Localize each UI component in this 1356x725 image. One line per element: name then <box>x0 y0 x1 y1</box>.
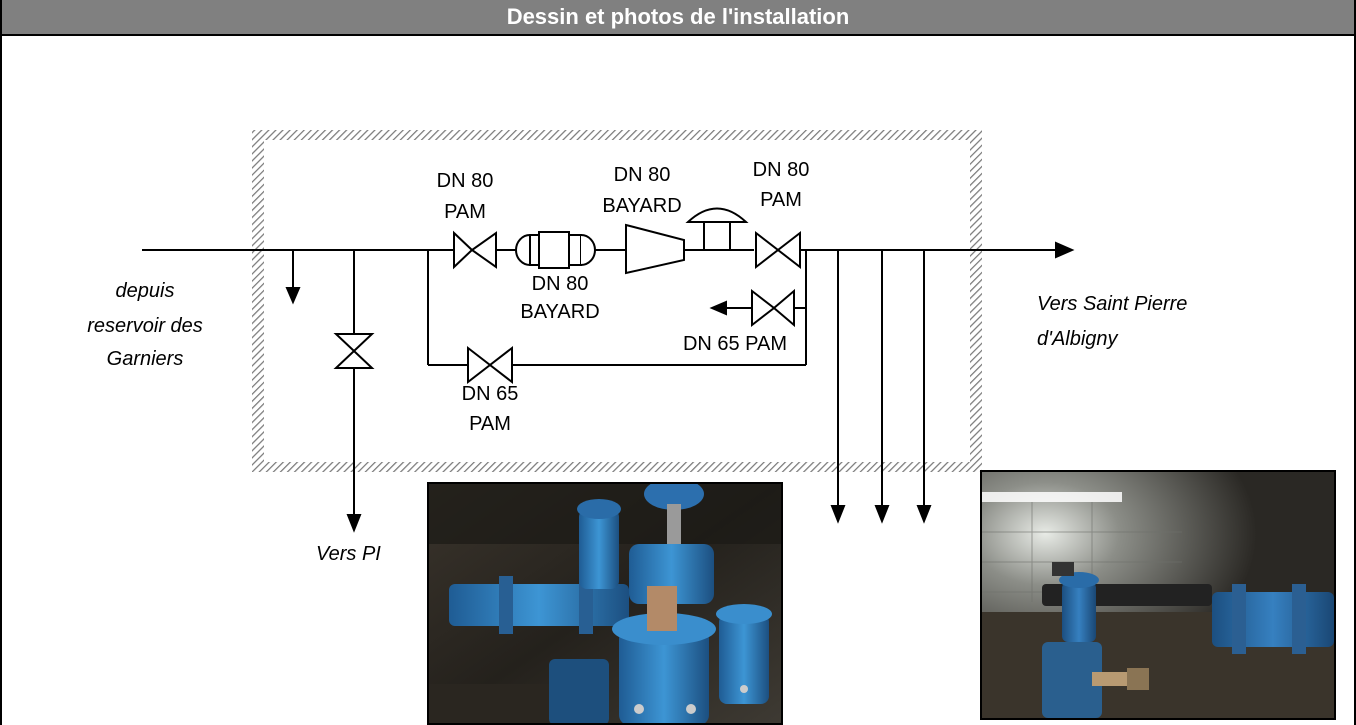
outlet-valve-label-2: PAM <box>760 189 802 211</box>
inlet-valve-label-1: DN 80 <box>437 170 494 192</box>
outlet-label-1: Vers Saint Pierre <box>1037 293 1187 315</box>
inlet-label-2: reservoir des <box>87 315 203 337</box>
meter-bottom-label-2: BAYARD <box>520 301 599 323</box>
meter-top-label-1: DN 80 <box>614 164 671 186</box>
branch-valve-dn65 <box>751 288 795 328</box>
drain-arrow <box>285 287 301 305</box>
pi-arrow <box>346 514 362 533</box>
meter-bottom-label-1: DN 80 <box>532 273 589 295</box>
outlet-valve-dn80 <box>755 230 801 270</box>
regulator-icon <box>685 207 749 250</box>
meter-top-label-2: BAYARD <box>602 195 681 217</box>
inlet-valve-dn80 <box>453 230 497 270</box>
outlet-valve-label-1: DN 80 <box>753 159 810 181</box>
bypass-valve-label-2: PAM <box>469 413 511 435</box>
underground-chamber-photo <box>980 470 1336 720</box>
outlet-arrow <box>1055 241 1075 259</box>
inlet-label-3: Garniers <box>107 348 184 370</box>
pi-valve <box>333 333 375 369</box>
outlet-label-2: d'Albigny <box>1037 328 1119 350</box>
inlet-label-1: depuis <box>116 280 175 302</box>
reducer-dn80-bayard <box>625 223 685 275</box>
bypass-valve-label-1: DN 65 <box>462 383 519 405</box>
section-title: Dessin et photos de l'installation <box>2 0 1354 36</box>
valve-chamber-photo <box>427 482 783 725</box>
inlet-valve-label-2: PAM <box>444 201 486 223</box>
vers-pi-label: Vers PI <box>316 543 381 565</box>
meter-dn80-bayard <box>515 231 596 269</box>
branch-valve-label: DN 65 PAM <box>683 333 787 355</box>
chamber-wall <box>252 130 982 472</box>
branch-arrow <box>709 300 727 316</box>
bypass-valve-dn65 <box>467 345 513 385</box>
